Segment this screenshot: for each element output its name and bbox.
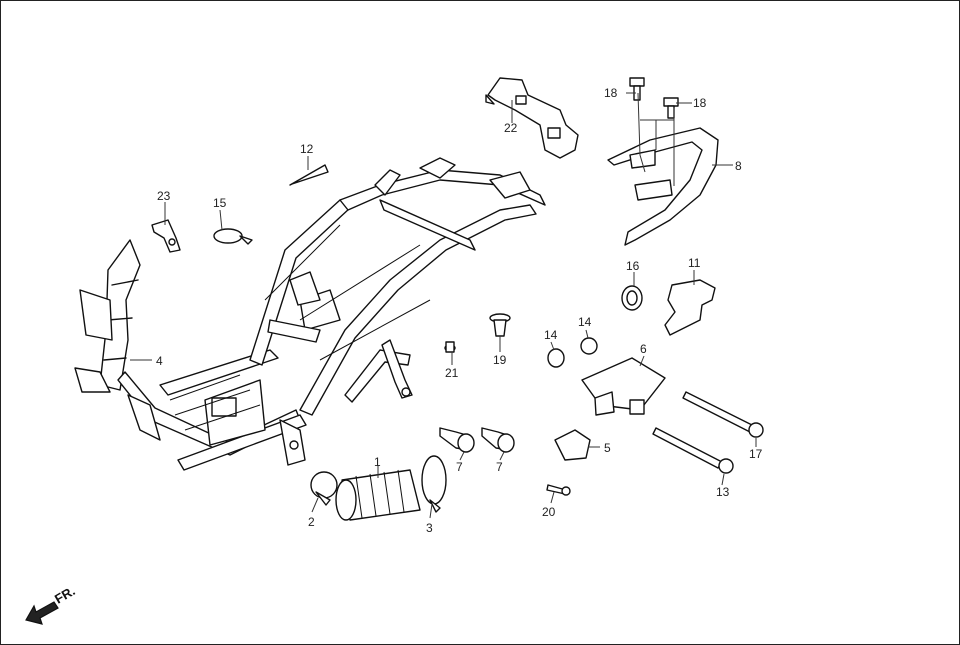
part-6-bracket <box>581 357 666 416</box>
part-20-screw <box>546 484 571 496</box>
callout-8: 8 <box>735 159 742 173</box>
part-12 <box>289 164 329 186</box>
callout-19: 19 <box>493 353 507 367</box>
part-8-grab-rail <box>607 127 719 246</box>
callout-22: 22 <box>504 121 518 135</box>
part-22-bracket <box>485 77 579 159</box>
part-14-collars <box>547 337 598 368</box>
part-21-screw <box>444 341 456 353</box>
front-direction-indicator: FR. <box>25 583 78 625</box>
front-label: FR. <box>52 583 78 606</box>
part-15-clamp <box>213 228 253 245</box>
callout-7b: 7 <box>496 460 503 474</box>
front-arrow-icon <box>25 601 59 625</box>
callout-6: 6 <box>640 342 647 356</box>
leader-lines <box>130 92 757 519</box>
callout-2: 2 <box>308 515 315 529</box>
callout-23: 23 <box>157 189 171 203</box>
part-1-intake-boot <box>335 469 421 521</box>
callout-numbers: 1 2 3 4 5 6 7 7 8 11 12 13 14 14 15 16 1… <box>156 86 763 535</box>
callout-11: 11 <box>688 256 701 270</box>
callout-13: 13 <box>716 485 730 499</box>
callout-4: 4 <box>156 354 163 368</box>
callout-5: 5 <box>604 441 611 455</box>
part-3-clamp <box>421 455 447 513</box>
callout-18b: 18 <box>693 96 707 110</box>
part-17-bolt <box>682 391 764 438</box>
callout-17: 17 <box>749 447 763 461</box>
callout-1: 1 <box>374 455 381 469</box>
part-11 <box>664 279 716 336</box>
callout-20: 20 <box>542 505 556 519</box>
callout-15: 15 <box>213 196 227 210</box>
part-5-rubber <box>554 429 591 461</box>
callout-16: 16 <box>626 259 640 273</box>
callout-7a: 7 <box>456 460 463 474</box>
part-18-bolts <box>629 77 679 119</box>
callout-14b: 14 <box>578 315 592 329</box>
part-7-dampers <box>439 427 515 453</box>
callout-21: 21 <box>445 366 459 380</box>
callout-12: 12 <box>300 142 314 156</box>
part-23 <box>151 219 181 253</box>
part-2-clamp <box>310 471 338 506</box>
callout-14a: 14 <box>544 328 558 342</box>
callout-18a: 18 <box>604 86 618 100</box>
part-19-rivet <box>489 313 511 337</box>
callout-3: 3 <box>426 521 433 535</box>
part-13-bolt <box>652 427 734 474</box>
main-frame <box>74 157 546 471</box>
part-16-grommet <box>621 285 643 311</box>
